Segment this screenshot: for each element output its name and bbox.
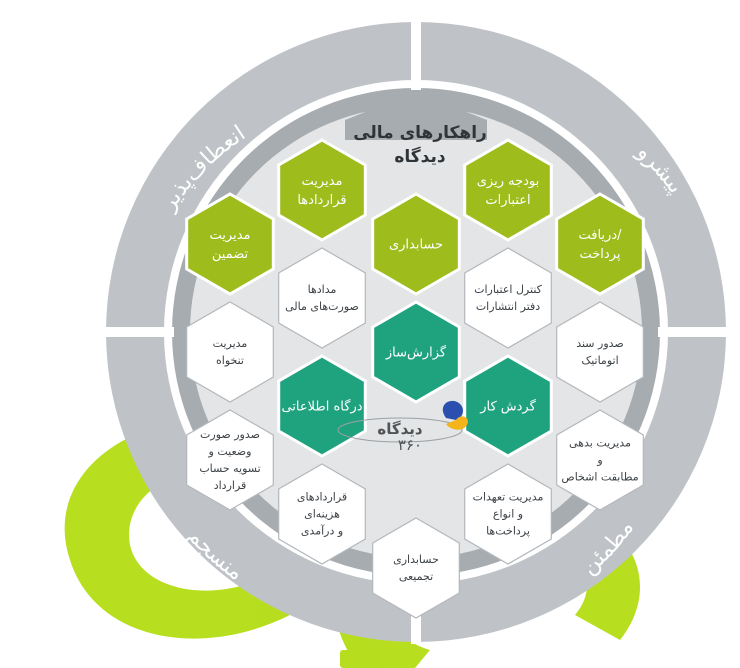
hex-advance-mgmt: مدیریت تنخواه [186, 301, 274, 403]
hex-invoice-status: صدور صورت وضعیت و تسویه حساب قرارداد [186, 409, 274, 511]
hex-label-line: قرارداد [214, 479, 247, 492]
hex-label-line: مدیریت [210, 228, 251, 243]
hex-shape [277, 138, 367, 242]
hex-label-line: و انواع [493, 508, 523, 521]
hex-credit-control: کنترل اعتبارات دفتر انتشارات [464, 247, 552, 349]
hex-label-line: صدور صورت [200, 428, 260, 441]
hex-financial-statements: مدادها صورت‌های مالی [278, 247, 366, 349]
hex-label-line: تسویه حساب [199, 462, 260, 475]
watermark-letter [64, 416, 290, 639]
hex-label-line: دریافت/ [578, 228, 622, 243]
hex-label-line: حسابداری [393, 553, 439, 566]
hex-shape [186, 301, 274, 403]
hex-label-line: اعتبارات [485, 193, 530, 208]
hex-accounting: حسابداری [371, 192, 461, 296]
hex-label-line: گزارش‌ساز [385, 344, 447, 360]
hex-label-line: تنخواه [216, 354, 244, 367]
hex-label-line: مدادها [308, 283, 337, 296]
hex-label-line: قراردادها [297, 193, 346, 208]
hex-label-line: حسابداری [389, 237, 443, 252]
hex-label-line: و درآمدی [301, 524, 343, 538]
hex-label-line: مطابقت اشخاص [561, 471, 638, 484]
watermark-dot [340, 650, 368, 668]
product-logo: دیدگاه ۳۶۰ [337, 400, 468, 454]
hex-label-line: پرداخت‌ها [486, 525, 530, 538]
title-line-2: دیدگاه [394, 146, 446, 167]
hex-report-builder: گزارش‌ساز [371, 300, 461, 404]
hexagon-grid: مدیریت قراردادها بودجه ریزی اعتبارات حسابدار… [185, 138, 645, 619]
hex-label-line: هزینه‌ای [304, 508, 340, 521]
hex-label-line: قراردادهای [297, 491, 347, 504]
hex-guarantee-mgmt: مدیریت تضمین [185, 192, 275, 296]
hex-label-line: مدیریت [213, 337, 248, 350]
hex-label-line: و [596, 454, 602, 467]
hex-budgeting: بودجه ریزی اعتبارات [463, 138, 553, 242]
hex-label-line: درگاه اطلاعاتی [281, 398, 362, 414]
hex-label-line: مدیریت تعهدات [473, 491, 544, 504]
hex-label-line: وضعیت و [208, 445, 252, 458]
logo-orbit [337, 417, 463, 443]
hex-shape [278, 463, 366, 565]
hex-info-portal: درگاه اطلاعاتی [277, 354, 367, 458]
hex-label-line: کنترل اعتبارات [474, 283, 543, 296]
hex-label-line: صورت‌های مالی [285, 300, 359, 313]
hex-voucher-issue: صدور سند اتوماتیک [556, 301, 644, 403]
hex-shape [464, 463, 552, 565]
hex-shape [278, 247, 366, 349]
hex-debt-mgmt: مدیریت بدهی و مطابقت اشخاص [556, 409, 644, 511]
hex-expense-contracts: قراردادهای هزینه‌ای و درآمدی [278, 463, 366, 565]
hex-shape [372, 517, 460, 619]
hex-shape [464, 247, 552, 349]
hex-label-line: تضمین [212, 247, 249, 262]
hex-label-line: صدور سند [576, 337, 624, 350]
hex-shape [371, 192, 461, 296]
hex-label-line: اتوماتیک [581, 354, 618, 367]
hex-label-line: تجمیعی [399, 570, 433, 583]
title-hexagon [345, 92, 487, 140]
hex-shape [277, 354, 367, 458]
hex-contracts-mgmt: مدیریت قراردادها [277, 138, 367, 242]
hex-shape [555, 192, 645, 296]
hex-consolidated: حسابداری تجمیعی [372, 517, 460, 619]
hex-commitments: مدیریت تعهدات و انواع پرداخت‌ها [464, 463, 552, 565]
logo-version: ۳۶۰ [398, 436, 422, 454]
hex-label-line: گردش کار [479, 398, 536, 414]
title-line-1: راهکارهای مالی [353, 123, 487, 143]
hex-shape [556, 301, 644, 403]
hex-shape [186, 409, 274, 511]
hex-workflow: گردش کار [463, 354, 553, 458]
logo-name: دیدگاه [377, 420, 423, 438]
hex-label-line: بودجه ریزی [477, 174, 540, 189]
hex-label-line: مدیریت [302, 174, 343, 189]
hex-receive-pay: دریافت/پرداخت [555, 192, 645, 296]
hex-shape [463, 138, 553, 242]
hex-label-line: مدیریت بدهی [569, 437, 631, 450]
logo-mark-icon [442, 400, 468, 430]
hex-shape [463, 354, 553, 458]
hex-shape [556, 409, 644, 511]
hex-shape [185, 192, 275, 296]
hex-shape [371, 300, 461, 404]
hex-label-line: دفتر انتشارات [476, 300, 540, 313]
hex-label-line: پرداخت [580, 247, 621, 262]
